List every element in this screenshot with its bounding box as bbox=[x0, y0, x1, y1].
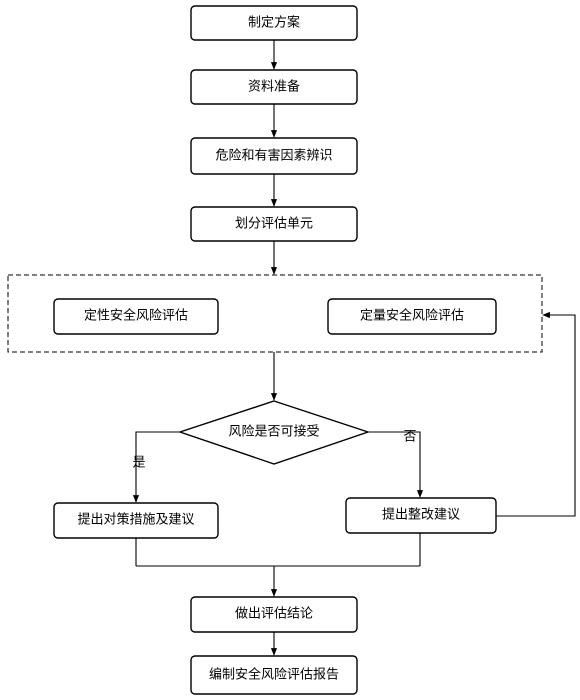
node-prepare: 资料准备 bbox=[190, 69, 358, 105]
arrow-decision-no-to-rectify bbox=[368, 431, 424, 498]
node-report: 编制安全风险评估报告 bbox=[190, 655, 358, 695]
node-prepare-label: 资料准备 bbox=[248, 79, 300, 95]
node-conclusion: 做出评估结论 bbox=[190, 596, 358, 633]
node-propose-measures-label: 提出对策措施及建议 bbox=[77, 512, 194, 528]
node-propose-measures: 提出对策措施及建议 bbox=[53, 502, 219, 539]
node-hazard-identification-label: 危险和有害因素辨识 bbox=[215, 148, 332, 164]
node-quantitative-assessment: 定量安全风险评估 bbox=[327, 298, 497, 335]
edge-label-no: 否 bbox=[403, 430, 416, 445]
node-report-label: 编制安全风险评估报告 bbox=[209, 667, 339, 683]
evaluation-group-dashed-frame bbox=[7, 274, 543, 353]
node-risk-acceptable-decision-label: 风险是否可接受 bbox=[228, 424, 319, 440]
node-conclusion-label: 做出评估结论 bbox=[235, 607, 313, 622]
node-plan-label: 制定方案 bbox=[248, 15, 300, 31]
node-divide-units-label: 划分评估单元 bbox=[235, 217, 313, 232]
node-propose-rectification: 提出整改建议 bbox=[345, 497, 497, 534]
node-qualitative-assessment: 定性安全风险评估 bbox=[53, 298, 219, 335]
edge-label-yes: 是 bbox=[132, 456, 145, 471]
node-hazard-identification: 危险和有害因素辨识 bbox=[190, 137, 358, 175]
node-divide-units: 划分评估单元 bbox=[190, 206, 358, 242]
node-propose-rectification-label: 提出整改建议 bbox=[382, 507, 460, 523]
node-plan: 制定方案 bbox=[190, 5, 358, 41]
arrow-decision-yes-to-measures bbox=[132, 431, 180, 503]
node-qualitative-assessment-label: 定性安全风险评估 bbox=[84, 308, 188, 324]
arrow-rectify-feedback-to-group bbox=[496, 311, 576, 517]
node-quantitative-assessment-label: 定量安全风险评估 bbox=[360, 308, 464, 324]
connectors bbox=[132, 40, 576, 656]
node-risk-acceptable-decision: 风险是否可接受 bbox=[177, 400, 371, 465]
